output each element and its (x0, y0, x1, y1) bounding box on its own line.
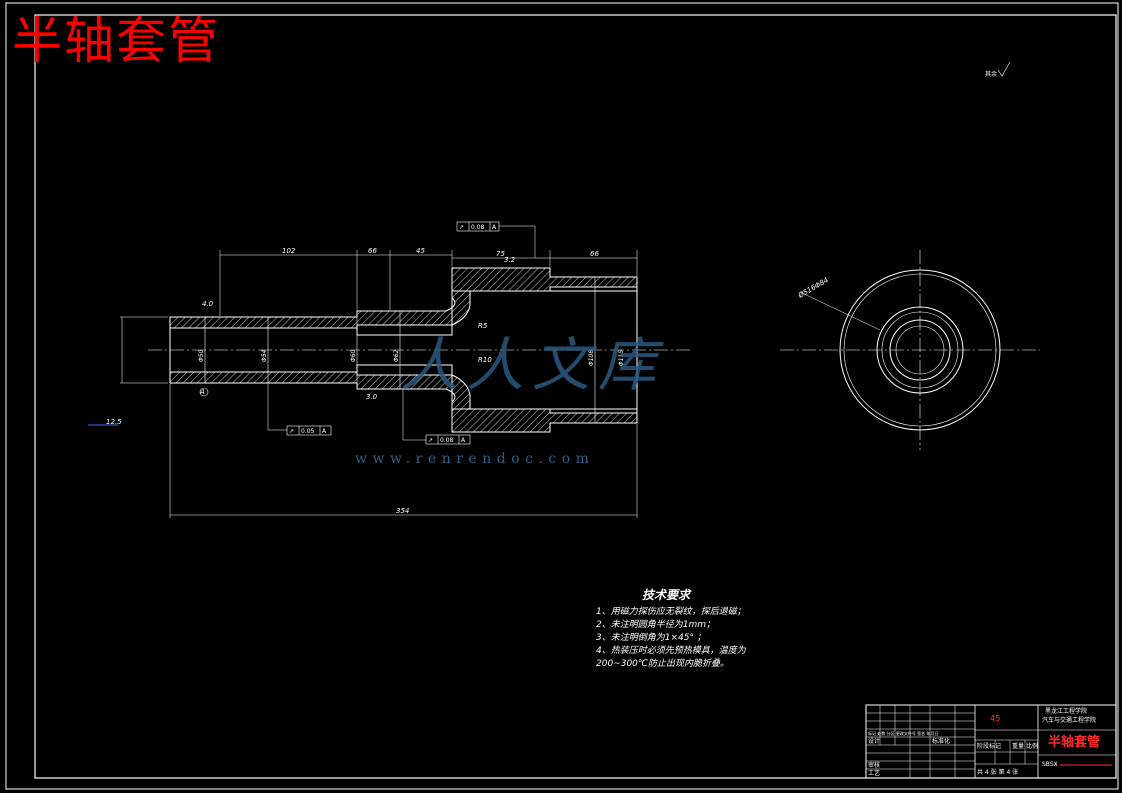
svg-text:A: A (322, 428, 327, 435)
requirement-item: 3、未注明倒角为1×45° ； (596, 633, 706, 643)
dim-45: 45 (416, 247, 425, 255)
dim-66b: 66 (590, 250, 599, 258)
dim-r8: 3.0 (366, 393, 378, 401)
tolerance-frame-2: ↗ 0.05 A (267, 384, 332, 436)
title-block (865, 704, 1117, 779)
tb-mark-label: 标记 处数 分区 更改文件号 签名 年月日 (868, 730, 938, 736)
tb-material: 45 (990, 714, 1000, 723)
roughness-top: 3.2 (504, 256, 516, 264)
tb-process: 工艺 (868, 769, 880, 777)
dim-75: 75 (496, 250, 505, 258)
watermark-cn: 人人文库 (400, 331, 665, 399)
svg-text:0.08: 0.08 (440, 437, 454, 444)
tolerance-frame-1: ↗ 0.08 A (456, 221, 536, 258)
dim-r10: R10 (478, 356, 492, 364)
tb-drawing-no: SBSX (1042, 761, 1058, 768)
sheet-inner-border (34, 14, 1117, 779)
svg-text:Φ115: Φ115 (618, 350, 625, 366)
tb-sheet: 共 4 张 第 4 张 (977, 768, 1018, 776)
dim-354: 354 (396, 507, 409, 515)
svg-text:0.05: 0.05 (301, 428, 315, 435)
svg-text:Φ60: Φ60 (350, 349, 357, 362)
roughness-left: 12.5 (106, 418, 122, 426)
svg-text:A: A (492, 224, 497, 231)
svg-text:A: A (461, 437, 466, 444)
dim-66: 66 (368, 247, 377, 255)
roughness-symbol (997, 61, 1011, 77)
requirements-heading: 技术要求 (642, 588, 691, 602)
tb-std: 标准化 (932, 737, 950, 745)
tb-dept: 汽车与交通工程学院 (1042, 716, 1096, 724)
tb-designer: 设计 (868, 737, 880, 745)
requirement-item: 1、用磁力探伤应无裂纹，探后退磁； (596, 607, 746, 617)
diameter-labels: Φ50 Φ54 Φ60 Φ62 Φ108 Φ115 (198, 349, 625, 366)
dim-chamfer: 4.0 (202, 300, 214, 308)
outer-dia-label: Ø516Φ84 (796, 276, 830, 300)
section-view (169, 267, 638, 433)
svg-text:↗: ↗ (459, 224, 464, 231)
tolerance-frame-3: ↗ 0.08 A (402, 390, 471, 445)
page-title: 半轴套管 (12, 12, 220, 70)
tb-stage: 阶段标记 (977, 742, 1001, 750)
datum-a: A (199, 388, 205, 396)
svg-text:↗: ↗ (289, 428, 294, 435)
dim-r5: R5 (478, 322, 488, 330)
dimensions-top (120, 250, 638, 518)
sheet-outer-border (5, 2, 1119, 790)
datum-circle (199, 387, 209, 397)
requirement-item: 4、热装压时必须先预热模具，温度为 (596, 646, 746, 656)
tb-part-name: 半轴套管 (1048, 734, 1100, 750)
watermark-url: www.renrendoc.com (355, 451, 595, 467)
requirement-item: 200~300℃防止出现内脆折叠。 (596, 659, 730, 669)
svg-text:Φ62: Φ62 (393, 349, 400, 362)
svg-text:Φ108: Φ108 (588, 350, 595, 366)
tb-check: 审核 (868, 761, 880, 769)
roughness-other: 其余 (985, 70, 997, 78)
tb-scale: 比例 (1026, 742, 1038, 750)
svg-text:Φ50: Φ50 (198, 349, 205, 362)
requirement-item: 2、未注明圆角半径为1mm； (596, 620, 715, 630)
tb-weight: 重量 (1012, 742, 1024, 750)
tb-school: 黑龙江工程学院 (1045, 707, 1087, 715)
svg-text:Φ54: Φ54 (261, 349, 268, 362)
dim-102: 102 (282, 247, 296, 255)
svg-text:↗: ↗ (428, 437, 433, 444)
svg-text:0.08: 0.08 (471, 224, 485, 231)
end-view (799, 269, 1001, 431)
